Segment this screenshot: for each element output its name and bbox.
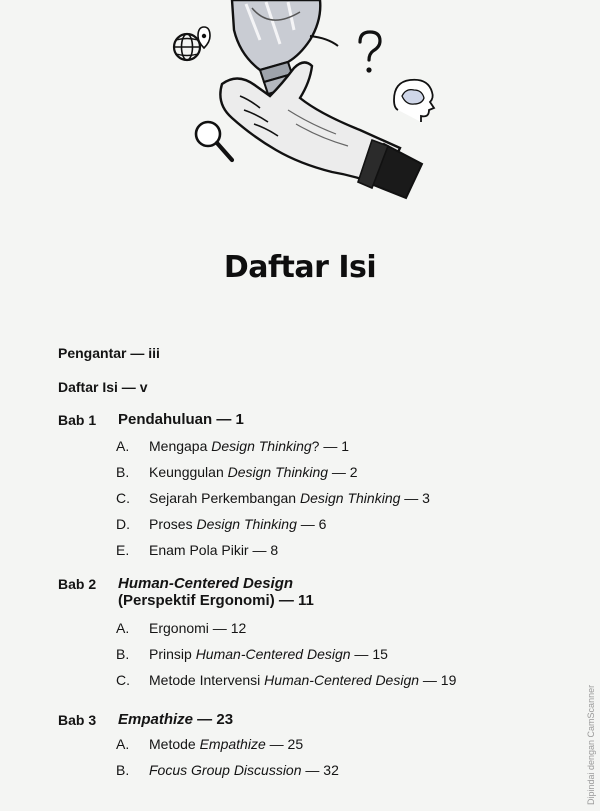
text-run: — 19 <box>419 672 457 688</box>
entry-letter: A. <box>116 620 130 636</box>
entry-letter: C. <box>116 672 130 688</box>
entry-letter: B. <box>116 762 130 778</box>
entry-text: Focus Group Discussion — 32 <box>149 762 339 778</box>
text-run: Metode Intervensi <box>149 672 265 688</box>
text-run: Proses <box>149 516 197 532</box>
entry-letter: D. <box>116 516 130 532</box>
chapter-label: Bab 3 <box>58 712 97 728</box>
toc-front-pengantar: Pengantar — iii <box>58 345 160 361</box>
entry-text: Keunggulan Design Thinking — 2 <box>149 464 358 480</box>
page-title: Daftar Isi <box>223 250 377 285</box>
chapter-title: Pendahuluan — 1 <box>118 411 244 428</box>
italic-term: Human-Centered Design <box>195 646 351 662</box>
text-run: Ergonomi — 12 <box>149 620 247 636</box>
italic-term: Design Thinking <box>300 490 401 506</box>
entry-letter: B. <box>116 464 130 480</box>
brain-head-icon <box>393 78 436 122</box>
entry-text: Enam Pola Pikir — 8 <box>149 542 278 558</box>
question-mark-icon <box>358 30 382 73</box>
entry-text: Mengapa Design Thinking? — 1 <box>149 438 349 454</box>
lightbulb-hand-illustration <box>172 0 436 200</box>
entry-text: Metode Empathize — 25 <box>149 736 303 752</box>
chapter-label: Bab 2 <box>58 576 97 592</box>
text-run: — 3 <box>400 490 430 506</box>
chapter-title-line: Pendahuluan — 1 <box>118 411 244 428</box>
entry-text: Prinsip Human-Centered Design — 15 <box>149 646 388 662</box>
italic-term: Design Thinking <box>227 464 329 480</box>
text-run: Keunggulan <box>149 464 228 480</box>
text-run: — 32 <box>301 762 339 778</box>
text-run: Mengapa <box>149 438 212 454</box>
text-run: — 25 <box>265 736 304 752</box>
text-run: Metode <box>149 736 200 752</box>
italic-term: Human-Centered Design <box>118 575 294 592</box>
italic-term: Design Thinking <box>196 516 297 532</box>
text-run: (Perspektif Ergonomi) — 11 <box>118 592 314 609</box>
italic-term: Design Thinking <box>211 438 312 454</box>
text-run: — 6 <box>296 516 327 532</box>
italic-term: Human-Centered Design <box>264 672 420 688</box>
chapter-label: Bab 1 <box>58 412 97 428</box>
text-run: — 15 <box>350 646 388 662</box>
italic-term: Focus Group Discussion <box>149 762 302 778</box>
toc-front-daftar-isi: Daftar Isi — v <box>58 379 148 395</box>
magnifier-icon <box>194 120 235 163</box>
chapter-title-line: Human-Centered Design <box>118 575 314 592</box>
text-run: Prinsip <box>149 646 196 662</box>
entry-text: Ergonomi — 12 <box>149 620 246 636</box>
chapter-title: Human-Centered Design(Perspektif Ergonom… <box>118 575 314 609</box>
chapter-title-line: Empathize — 23 <box>118 711 233 728</box>
scanner-watermark: Dipindai dengan CamScanner <box>575 575 596 805</box>
text-run: — 2 <box>328 464 358 480</box>
entry-letter: B. <box>116 646 130 662</box>
italic-term: Empathize <box>199 736 266 752</box>
chapter-title-line: (Perspektif Ergonomi) — 11 <box>118 592 314 609</box>
hand-icon <box>219 61 424 200</box>
entry-text: Sejarah Perkembangan Design Thinking — 3 <box>149 490 430 506</box>
entry-text: Proses Design Thinking — 6 <box>149 516 326 532</box>
entry-letter: E. <box>116 542 130 558</box>
text-run: Enam Pola Pikir — 8 <box>149 542 279 558</box>
entry-letter: A. <box>116 736 130 752</box>
italic-term: Empathize <box>118 711 194 728</box>
chapter-title: Empathize — 23 <box>118 711 233 728</box>
text-run: Sejarah Perkembangan <box>149 490 300 506</box>
text-run: — 23 <box>193 711 234 728</box>
text-run: ? — 1 <box>311 438 350 454</box>
entry-letter: A. <box>116 438 130 454</box>
text-run: Pendahuluan — 1 <box>118 411 244 428</box>
watermark-text: Dipindai dengan CamScanner <box>586 684 596 805</box>
entry-letter: C. <box>116 490 130 506</box>
globe-icon <box>172 26 211 62</box>
entry-text: Metode Intervensi Human-Centered Design … <box>149 672 456 688</box>
